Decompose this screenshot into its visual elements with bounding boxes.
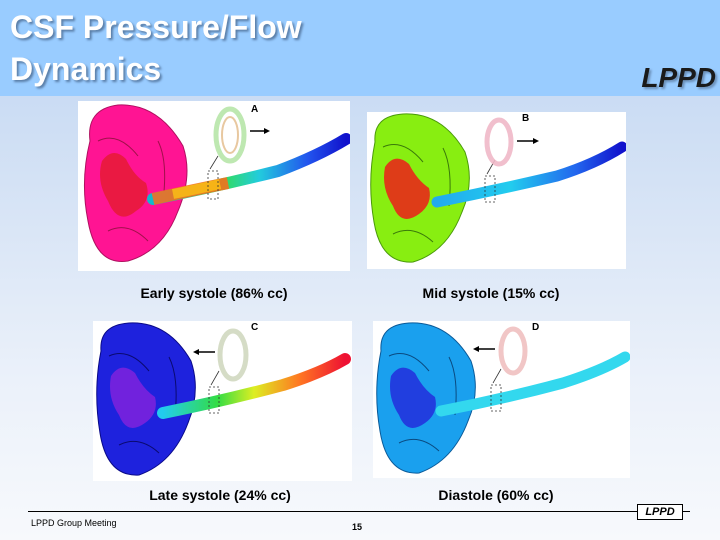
- panel-b-figure: [370, 113, 626, 263]
- footer-logo: LPPD: [637, 504, 683, 520]
- spinal-canal: [431, 141, 626, 208]
- flow-ring: [484, 117, 514, 167]
- ventricle-region: [110, 367, 156, 428]
- caption-diastole: Diastole (60% cc): [438, 487, 554, 503]
- panel-c-letter: C: [251, 322, 259, 333]
- flow-ring: [213, 106, 247, 164]
- panel-d-image: D: [373, 321, 630, 478]
- panel-a-image: A: [78, 101, 350, 271]
- title-bar: [0, 0, 720, 96]
- footer-divider: [28, 511, 690, 512]
- slide-title: CSF Pressure/Flow Dynamics: [10, 9, 302, 87]
- spinal-canal: [157, 353, 351, 419]
- ventricle-region: [390, 367, 436, 428]
- panel-c-figure: [96, 322, 351, 476]
- flow-ring: [217, 328, 249, 382]
- spinal-canal: [435, 351, 630, 417]
- panel-a-figure: [83, 104, 350, 262]
- ventricle-region: [384, 158, 430, 219]
- panel-b-letter: B: [522, 113, 530, 124]
- ventricle-region: [100, 152, 148, 217]
- footer-label: LPPD Group Meeting: [31, 518, 117, 528]
- caption-early-systole: Early systole (86% cc): [140, 285, 288, 301]
- flow-ring: [498, 326, 528, 376]
- panel-c-image: C: [93, 321, 352, 481]
- caption-mid-systole: Mid systole (15% cc): [422, 285, 560, 301]
- panel-b-image: B: [367, 112, 626, 269]
- panel-d-figure: [376, 322, 630, 474]
- lppd-logo: LPPD: [641, 62, 716, 93]
- panel-a-letter: A: [251, 104, 259, 115]
- page-number: 15: [352, 522, 363, 532]
- panel-d-letter: D: [532, 322, 540, 333]
- caption-late-systole: Late systole (24% cc): [149, 487, 291, 503]
